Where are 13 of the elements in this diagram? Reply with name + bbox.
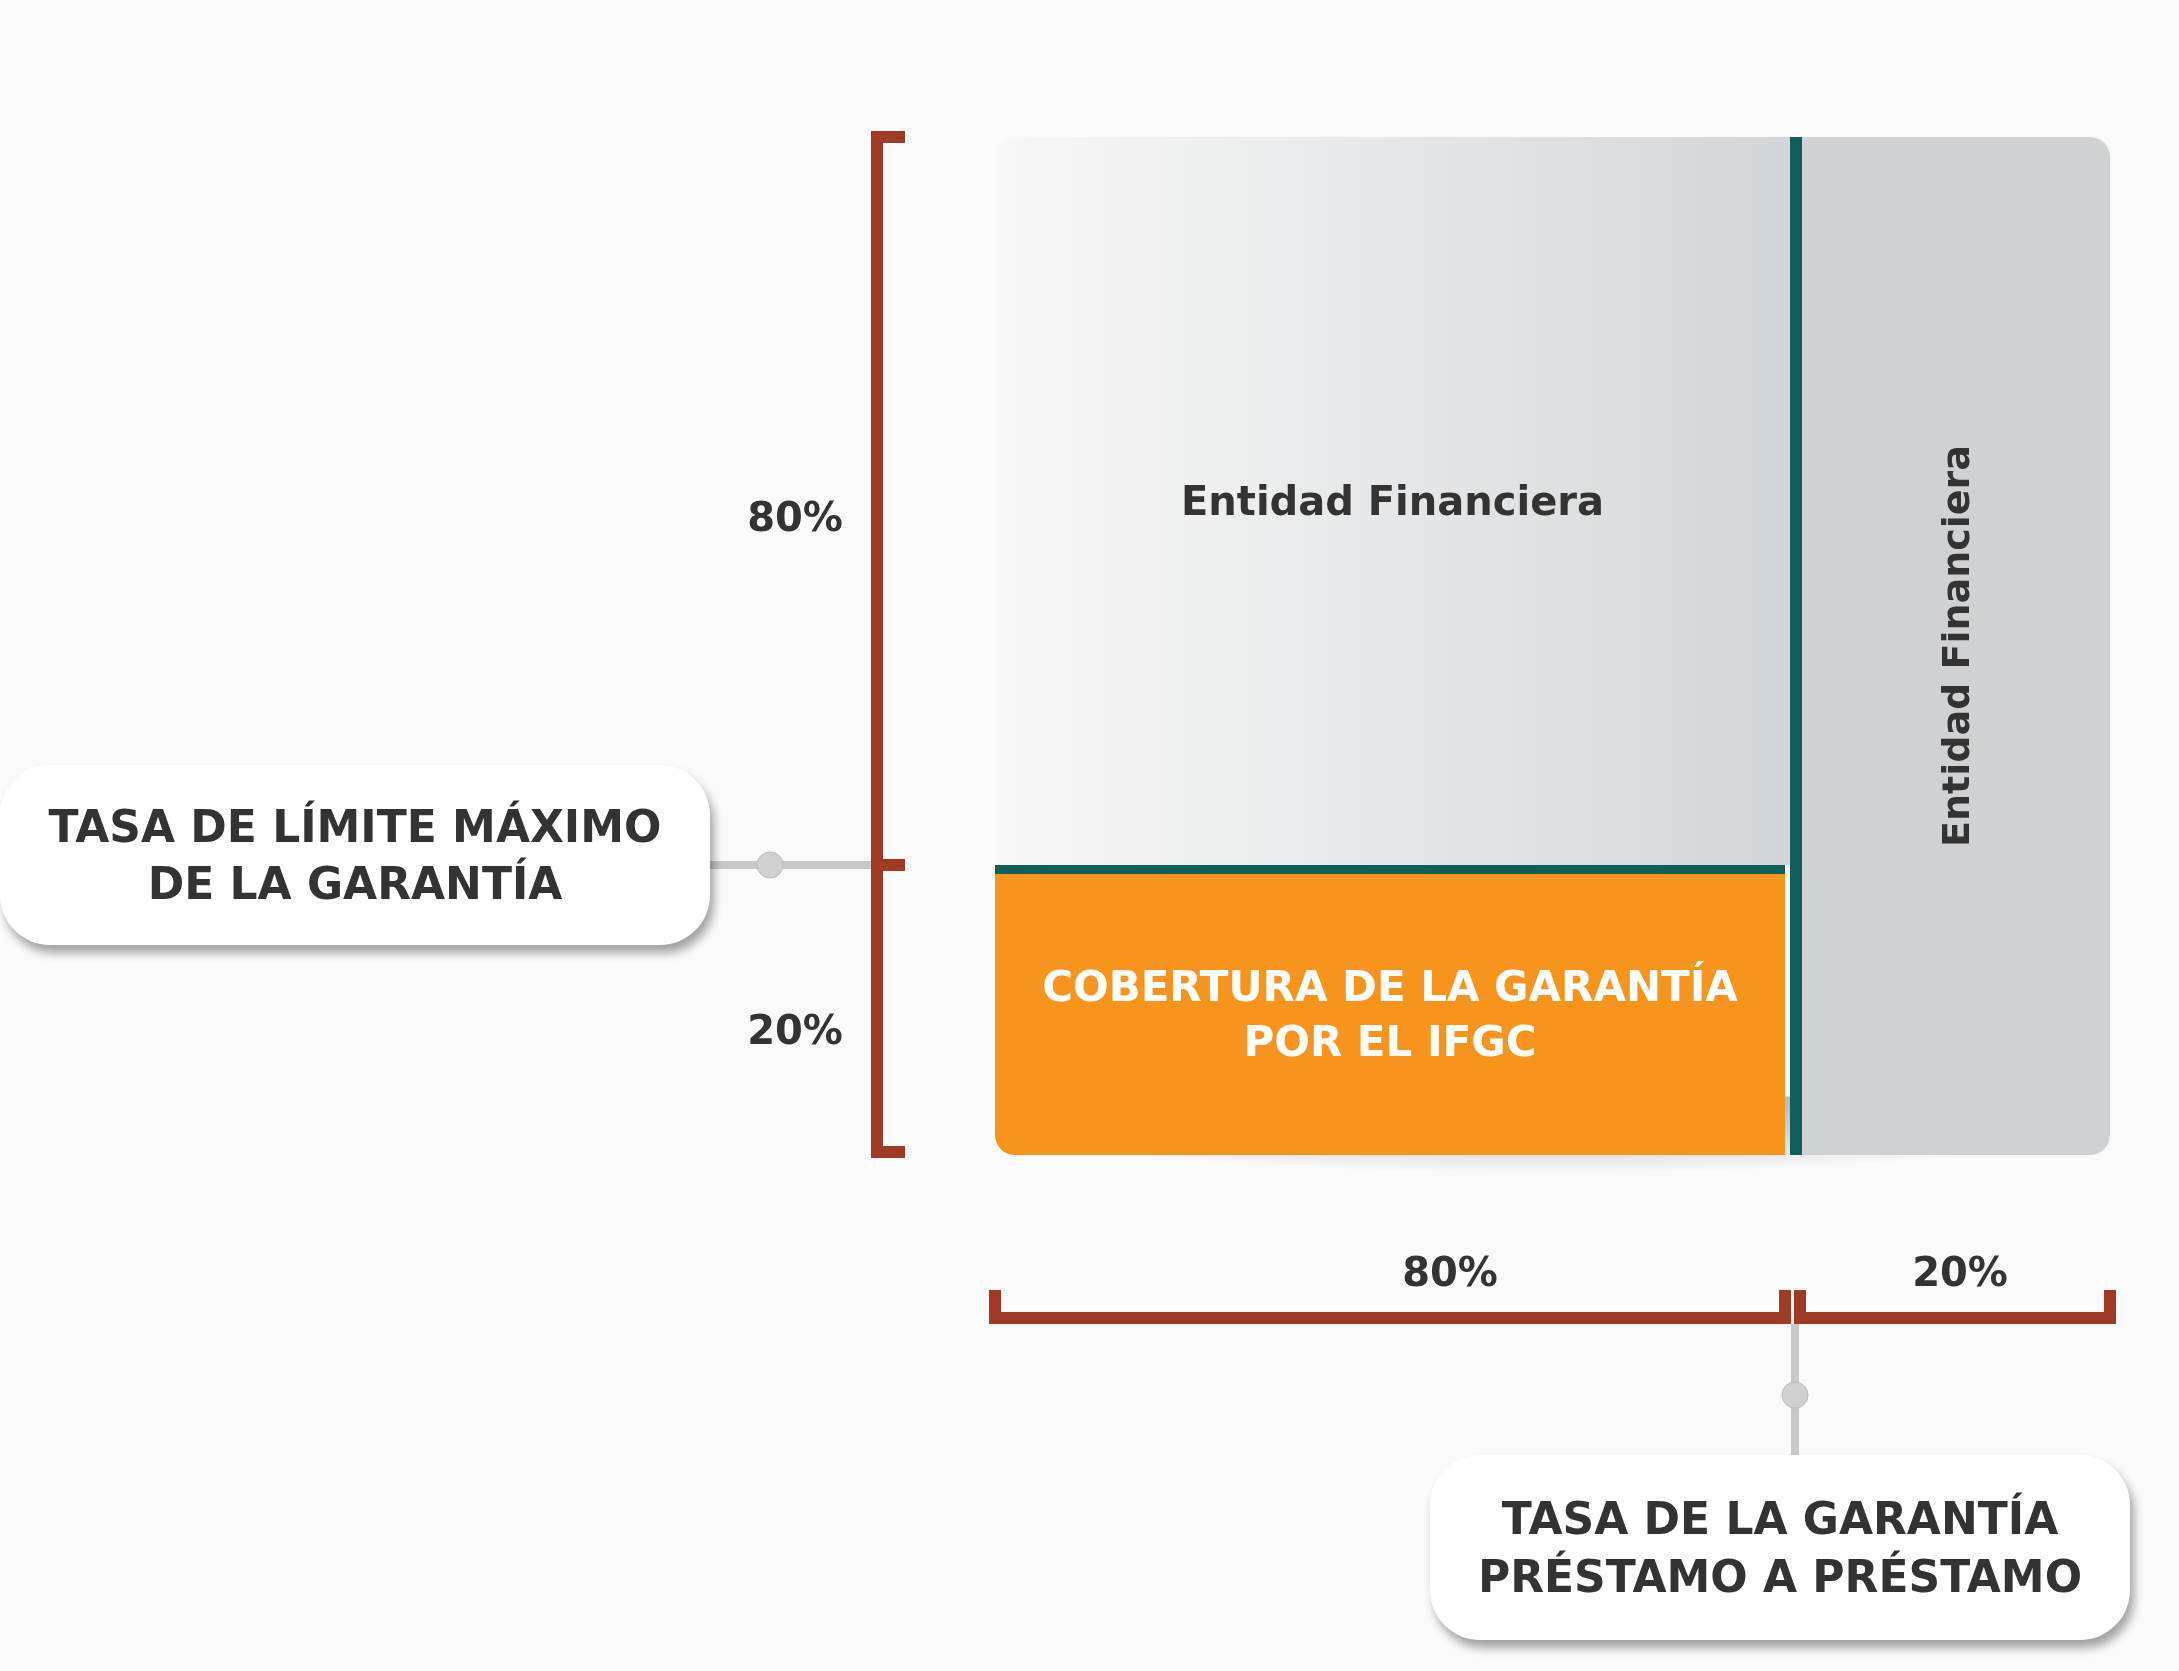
percentage-label: 80% bbox=[747, 494, 843, 540]
region-label: COBERTURA DE LA GARANTÍA POR EL IFGC bbox=[1041, 960, 1739, 1068]
callout-text: TASA DE LÍMITE MÁXIMO DE LA GARANTÍA bbox=[47, 799, 663, 911]
callout-box bbox=[0, 765, 710, 945]
percentage-label: 80% bbox=[1402, 1249, 1498, 1295]
coverage-region bbox=[995, 865, 1785, 1155]
region-label: Entidad Financiera bbox=[1180, 478, 1605, 524]
percentage-label: 20% bbox=[747, 1007, 843, 1053]
percentage-label: 20% bbox=[1912, 1249, 2008, 1295]
callout-box bbox=[1430, 1455, 2130, 1640]
callout-text: TASA DE LA GARANTÍA PRÉSTAMO A PRÉSTAMO bbox=[1476, 1491, 2084, 1604]
region-label: Entidad Financiera bbox=[1934, 445, 1978, 847]
lender-region bbox=[1790, 137, 2110, 1155]
